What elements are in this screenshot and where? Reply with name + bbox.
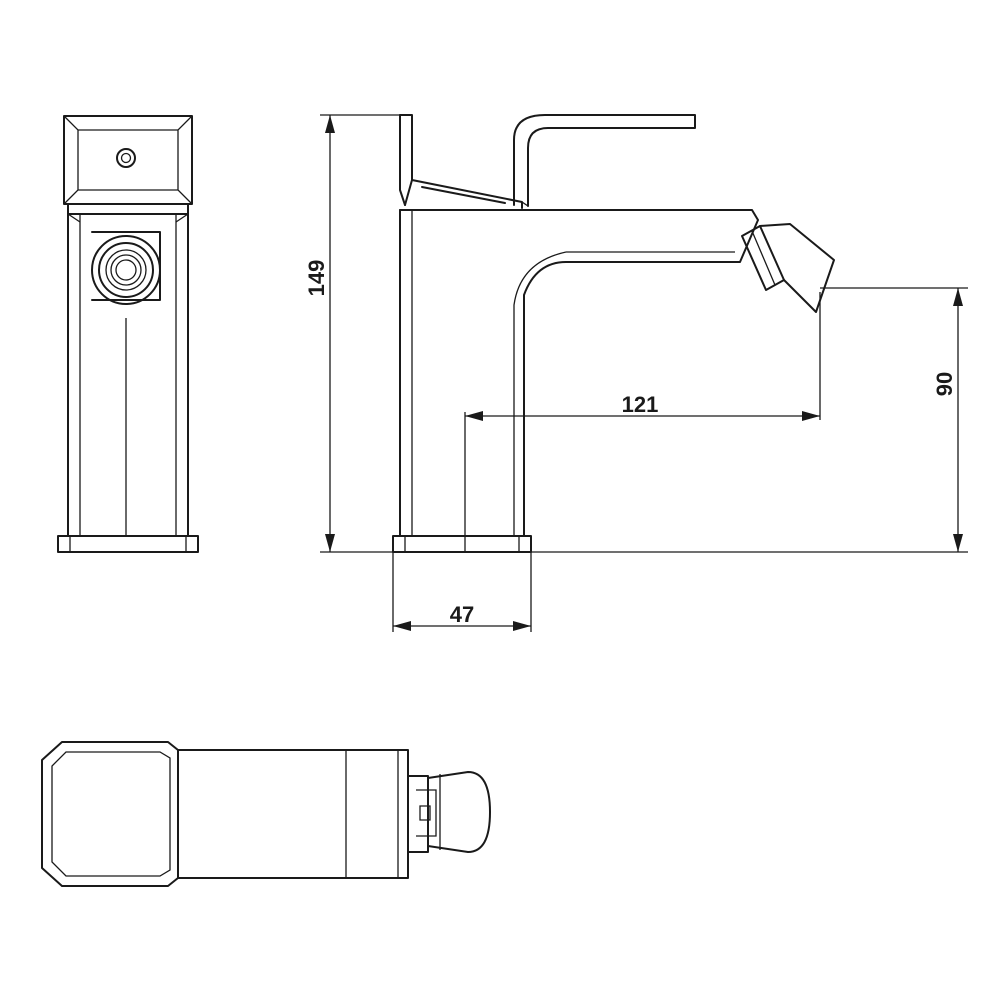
side-view: [392, 114, 835, 553]
dimension-spout-height: 90: [531, 287, 968, 553]
front-view: [57, 115, 199, 553]
dimension-spout-reach: 121: [464, 292, 821, 552]
front-handle-hole: [116, 148, 136, 168]
side-lever: [399, 114, 696, 209]
front-handle: [63, 115, 193, 205]
side-base: [392, 535, 532, 553]
front-cap-band: [67, 203, 189, 215]
dim-label-spout-height: 90: [932, 372, 957, 396]
side-body: [399, 209, 759, 537]
top-body: [177, 749, 409, 879]
dim-label-base-width: 47: [450, 602, 474, 627]
dimension-height-total: 149: [304, 114, 400, 553]
top-lever: [41, 741, 179, 887]
top-nozzle: [407, 771, 491, 853]
top-view: [41, 741, 491, 887]
front-nozzle: [91, 231, 161, 305]
front-body: [67, 213, 189, 537]
dimension-base-width: 47: [392, 552, 532, 632]
dim-label-height-total: 149: [304, 260, 329, 297]
side-nozzle: [741, 223, 835, 313]
dim-label-spout-reach: 121: [622, 392, 659, 417]
front-base: [57, 535, 199, 553]
